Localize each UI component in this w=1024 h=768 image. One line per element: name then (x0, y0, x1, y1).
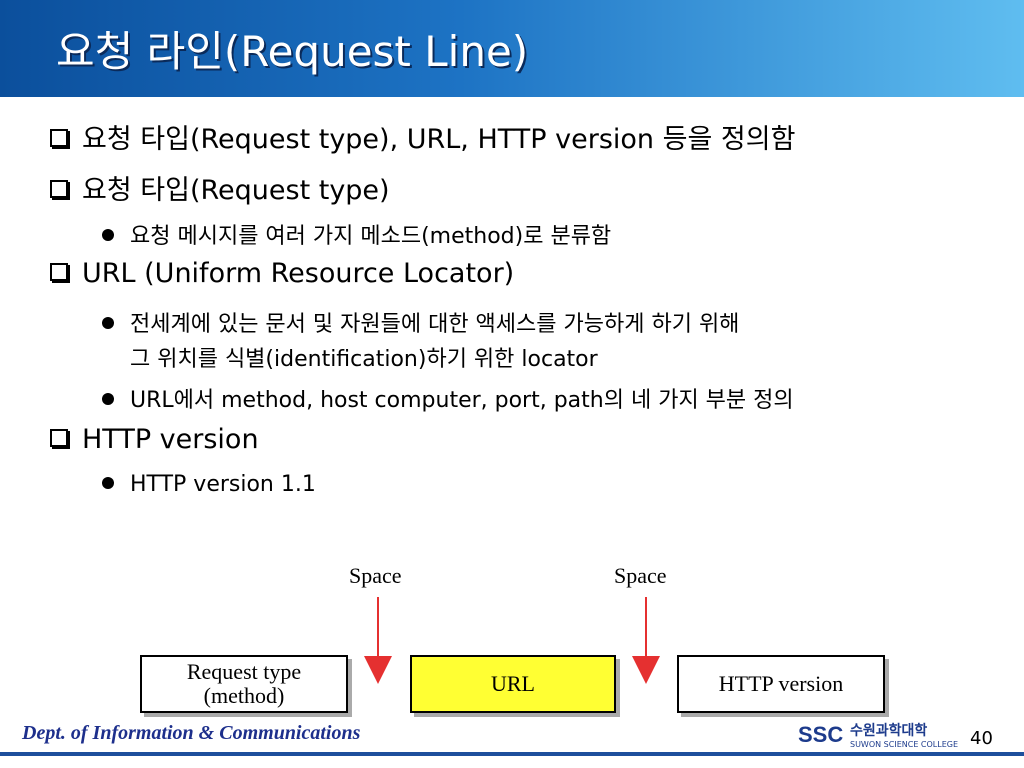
bullet-level1: HTTP version (50, 424, 259, 455)
page-number: 40 (970, 728, 993, 749)
title-bar: 요청 라인(Request Line) (0, 0, 1024, 97)
bullet-text: 요청 메시지를 여러 가지 메소드(method)로 분류함 (130, 224, 612, 249)
url-box: URL (410, 655, 616, 713)
http-version-box: HTTP version (677, 655, 885, 713)
method-label: (method) (203, 683, 285, 708)
down-arrow-icon (632, 656, 660, 684)
bullet-level2: URL에서 method, host computer, port, path의… (102, 382, 794, 414)
logo-ssc-text: SSC (798, 722, 844, 747)
square-bullet-icon (50, 179, 68, 198)
bullet-text: URL에서 method, host computer, port, path의… (130, 388, 794, 413)
footer-divider (0, 752, 1024, 756)
footer-department: Dept. of Information & Communications (22, 722, 361, 744)
bullet-continuation: 그 위치를 식별(identification)하기 위한 locator (130, 347, 598, 372)
square-bullet-icon (50, 262, 68, 281)
bullet-text: 전세계에 있는 문서 및 자원들에 대한 액세스를 가능하게 하기 위해 (130, 312, 740, 337)
bullet-level2: 전세계에 있는 문서 및 자원들에 대한 액세스를 가능하게 하기 위해 (102, 306, 739, 338)
bullet-text: 요청 타입(Request type), URL, HTTP version 등… (82, 124, 796, 155)
college-logo: SSC 수원과학대학 SUWON SCIENCE COLLEGE (798, 712, 958, 762)
circle-bullet-icon (102, 317, 114, 329)
logo-english-name: SUWON SCIENCE COLLEGE (850, 740, 959, 749)
request-type-box: Request type (method) (140, 655, 348, 713)
bullet-text: HTTP version (82, 424, 259, 455)
circle-bullet-icon (102, 229, 114, 241)
down-arrow-icon (364, 656, 392, 684)
bullet-text: URL (Uniform Resource Locator) (82, 258, 515, 289)
bullet-level1: URL (Uniform Resource Locator) (50, 258, 514, 289)
page-title: 요청 라인(Request Line) (56, 27, 529, 76)
square-bullet-icon (50, 428, 68, 447)
bullet-level1: 요청 타입(Request type), URL, HTTP version 등… (50, 117, 795, 156)
space-label: Space (349, 563, 402, 588)
bullet-level2: HTTP version 1.1 (102, 472, 316, 497)
square-bullet-icon (50, 128, 68, 147)
circle-bullet-icon (102, 477, 114, 489)
space-label: Space (614, 563, 667, 588)
bullet-level1: 요청 타입(Request type) (50, 168, 390, 207)
circle-bullet-icon (102, 393, 114, 405)
bullet-text: HTTP version 1.1 (130, 472, 316, 497)
bullet-text: 요청 타입(Request type) (82, 175, 390, 206)
bullet-level2: 요청 메시지를 여러 가지 메소드(method)로 분류함 (102, 218, 611, 250)
request-type-label: Request type (186, 659, 302, 684)
logo-korean-name: 수원과학대학 (850, 723, 928, 739)
